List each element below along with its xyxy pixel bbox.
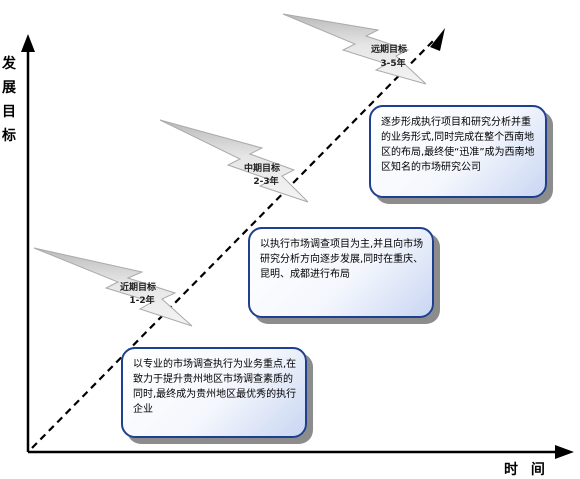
bolt-near-period: 1-2年 <box>129 294 154 306</box>
bolt-long-title: 远期目标 <box>371 43 407 55</box>
bolt-mid-term: 中期目标 2-3年 <box>159 119 309 203</box>
callout-long-term: 逐步形成执行项目和研究分析并重的业务形式,同时完成在整个西南地区的布局,最终使“… <box>369 105 547 198</box>
callout-mid-term: 以执行市场调查项目为主,并且向市场研究分析方向逐步发展,同时在重庆、昆明、成都进… <box>248 227 434 318</box>
trend-line-arrow <box>430 28 445 51</box>
bolt-near-title: 近期目标 <box>120 281 156 293</box>
callout-near-term: 以专业的市场调查执行为业务重点,在致力于提升贵州地区市场调查素质的同时,最终成为… <box>121 347 307 438</box>
y-axis-label: 发 展 目 标 <box>2 56 16 144</box>
bolt-long-period: 3-5年 <box>380 57 405 69</box>
x-axis-label: 时 间 <box>504 462 549 478</box>
bolt-near-term: 近期目标 1-2年 <box>33 247 193 327</box>
bolt-mid-title: 中期目标 <box>244 162 280 174</box>
bolt-mid-period: 2-3年 <box>253 175 278 187</box>
y-axis-arrow <box>21 34 35 52</box>
x-axis-arrow <box>555 445 574 459</box>
bolt-long-term: 远期目标 3-5年 <box>282 13 427 85</box>
